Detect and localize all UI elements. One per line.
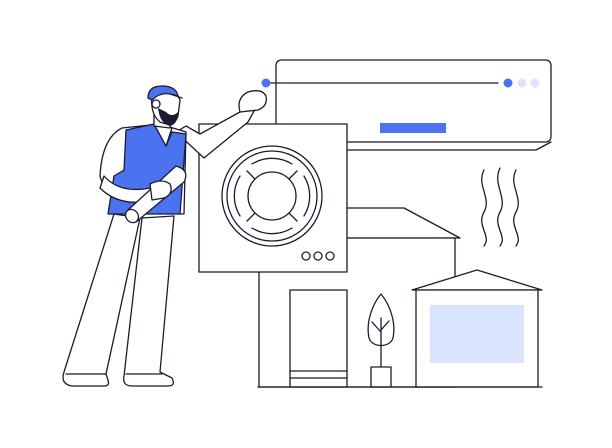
- cap-brim: [169, 93, 183, 99]
- fan-guard-spokes: [246, 170, 298, 222]
- technician-left-leg: [62, 213, 141, 387]
- heat-waves: [481, 167, 519, 247]
- large-house-door: [289, 289, 348, 388]
- technician-right-leg: [123, 215, 175, 387]
- wall-ac-unit: [265, 59, 552, 151]
- ac-unit-body: [275, 59, 552, 143]
- touch-point-dot: [261, 78, 271, 88]
- technician-ear: [151, 99, 161, 109]
- technician-cap: [147, 85, 179, 101]
- heat-wave-3: [513, 169, 519, 247]
- fan-inner-ring: [226, 150, 318, 242]
- fan-hub: [247, 171, 297, 221]
- potted-plant: [367, 293, 395, 388]
- ac-display-panel: [380, 123, 446, 133]
- fan-guard-arcs: [233, 157, 311, 235]
- heat-wave-1: [481, 169, 487, 247]
- control-dot-3: [325, 251, 335, 261]
- ac-indicator-light-1: [503, 78, 513, 88]
- outdoor-fan-unit: [198, 123, 348, 273]
- technician-beard: [158, 108, 178, 126]
- plant-stem: [371, 317, 390, 368]
- fan-control-dots: [301, 251, 335, 261]
- technician: [62, 78, 271, 387]
- rolled-paper-end: [124, 208, 140, 224]
- plant-pot: [370, 366, 392, 388]
- small-house: [411, 269, 543, 388]
- technician-holding-hand: [149, 180, 172, 201]
- small-house-window: [430, 305, 524, 363]
- technician-hand: [238, 90, 267, 113]
- ac-indicator-light-2: [517, 78, 527, 88]
- control-dot-1: [301, 251, 311, 261]
- heat-wave-2: [497, 167, 503, 247]
- control-dot-2: [313, 251, 323, 261]
- ac-indicator-light-3: [530, 78, 540, 88]
